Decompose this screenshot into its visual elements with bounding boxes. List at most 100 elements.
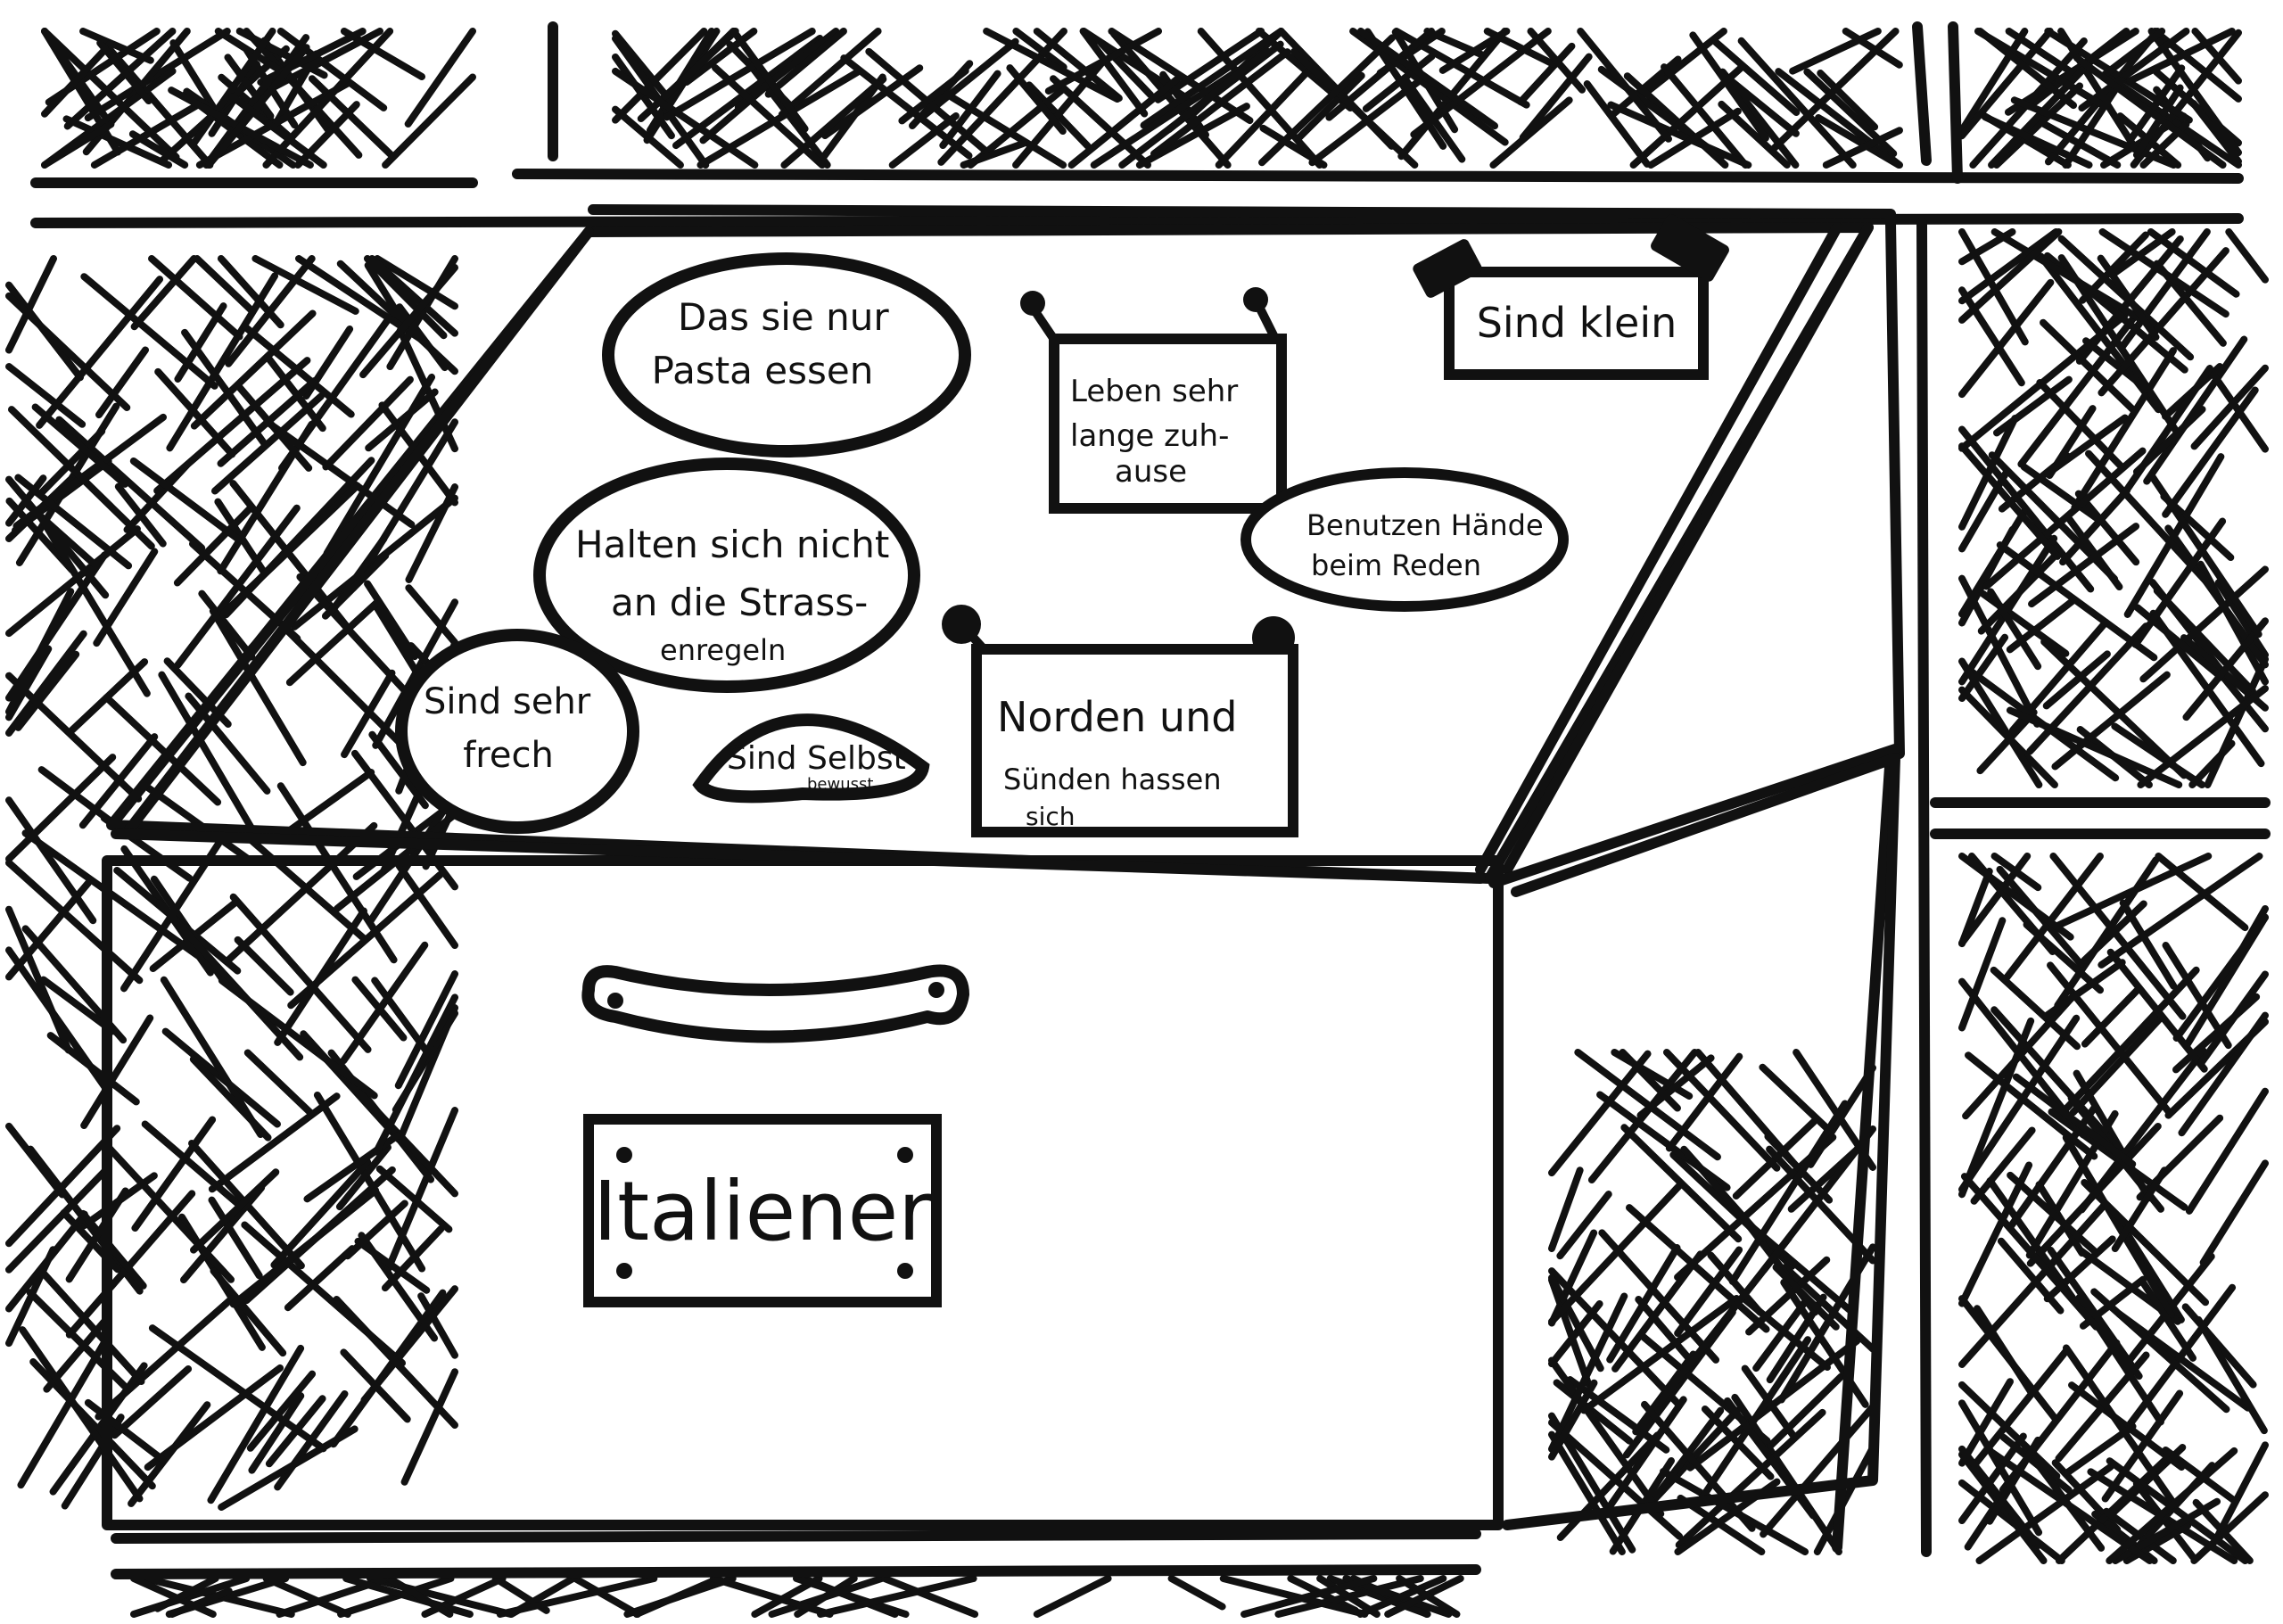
hatch-stroke <box>2010 96 2178 169</box>
note-strasse-text: Halten sich nicht an die Strass- enregel… <box>575 523 902 667</box>
hatch-stroke <box>373 993 458 1156</box>
hatch-stroke <box>2190 1491 2269 1564</box>
hatch-stroke <box>270 50 320 130</box>
hatch-stroke <box>1006 64 1067 136</box>
hatch-stroke <box>1619 1049 1681 1112</box>
hatch-stroke <box>363 255 448 340</box>
note-zuhause: Leben sehr lange zuh- ause <box>1020 287 1287 514</box>
hatch-stroke <box>2178 1011 2269 1137</box>
hatch-stroke <box>96 39 152 105</box>
hatch-stroke <box>612 29 669 98</box>
hatch-stroke <box>1655 1234 1793 1407</box>
hatch-stroke <box>1789 28 1882 75</box>
hatch-stroke <box>888 111 960 169</box>
note-strasse: Halten sich nicht an die Strass- enregel… <box>533 458 920 693</box>
hatch-stroke <box>153 1575 219 1612</box>
hatch-stroke <box>189 1055 272 1142</box>
hatch-stroke <box>2147 28 2242 157</box>
hatch-stroke <box>241 830 368 944</box>
hatch-stroke <box>141 781 251 862</box>
hatch-stroke <box>37 514 151 697</box>
hatch-stroke <box>1165 47 1271 134</box>
hatch-stroke <box>1987 588 2042 671</box>
hatch-stroke <box>1958 525 2016 627</box>
hatch-stroke <box>229 893 372 1053</box>
hatch-stroke <box>2128 64 2186 142</box>
hatch-stroke <box>2206 366 2269 453</box>
hatch-stroke <box>120 839 223 993</box>
hatch-stroke <box>1693 1336 1812 1510</box>
hatch-stroke <box>1150 48 1291 158</box>
note-norden-text: Norden und Sünden hassen sich <box>997 693 1242 831</box>
hatch-stroke <box>166 272 279 452</box>
hatch-stroke <box>308 75 395 159</box>
hatch-stroke <box>2081 900 2147 964</box>
hatch-stroke <box>41 28 180 161</box>
hatch-stroke <box>354 1237 431 1294</box>
drawer[interactable] <box>102 222 1900 1530</box>
hatch-stroke <box>1259 124 1328 169</box>
hatch-stroke <box>14 650 80 731</box>
hatch-stroke <box>266 420 416 529</box>
hatch-stroke <box>793 1575 910 1618</box>
hatch-stroke <box>342 1575 474 1618</box>
hatch-stroke <box>189 1168 280 1254</box>
hatch-stroke <box>1737 37 1857 169</box>
drawer-handle[interactable] <box>581 964 969 1043</box>
hatch-stroke <box>284 1245 356 1312</box>
hatch-stroke <box>2143 335 2248 485</box>
hatch-stroke <box>1290 47 1419 169</box>
hatch-stroke <box>1583 80 1651 168</box>
hatch-stroke <box>2098 228 2229 318</box>
hatch-stroke <box>1548 1356 1665 1518</box>
hatch-stroke <box>2042 959 2126 1020</box>
hatch-stroke <box>2044 414 2129 478</box>
hatch-stroke <box>79 1209 147 1290</box>
note-klein: Sind klein <box>1413 214 1729 380</box>
hatch-stroke <box>31 403 129 488</box>
hatch-stroke <box>1625 1204 1770 1333</box>
hatch-stroke <box>17 1331 112 1489</box>
hatch-stroke <box>313 1091 426 1273</box>
hatch-stroke <box>780 75 887 169</box>
hatch-stroke <box>1958 1450 2048 1564</box>
hatch-stroke <box>2111 1166 2169 1252</box>
hatch-stroke <box>2071 347 2177 512</box>
hatch-stroke <box>1548 1379 1598 1461</box>
note-frech: Sind sehr frech <box>395 629 639 834</box>
hatch-stroke <box>208 1196 263 1280</box>
hatch-stroke <box>1958 633 2009 703</box>
hatch-stroke <box>1620 1124 1743 1243</box>
hatch-stroke <box>274 907 367 1046</box>
hatch-stroke <box>960 139 1027 169</box>
hatch-stroke <box>2122 1283 2237 1432</box>
hatch-stroke <box>1067 75 1182 169</box>
hatch-stroke <box>898 67 969 125</box>
hatch-stroke <box>817 1575 977 1618</box>
hatch-stroke <box>1986 1177 2077 1302</box>
hatch-stroke <box>1438 28 1511 74</box>
hatch-stroke <box>2051 853 2213 930</box>
hatch-stroke <box>2112 228 2176 276</box>
hatch-stroke <box>285 597 383 687</box>
hatch-stroke <box>210 392 325 495</box>
hatch-stroke <box>1974 1305 2036 1397</box>
hatch-stroke <box>80 1014 154 1129</box>
hatch-stroke <box>1577 28 1672 143</box>
note-pasta: Das sie nur Pasta essen <box>602 252 971 458</box>
hatch-stroke <box>1665 1052 1743 1152</box>
hatch-stroke <box>1958 1201 2108 1368</box>
hatching-left-wall <box>5 255 458 1511</box>
hatch-stroke <box>264 353 326 433</box>
hatch-stroke <box>278 769 375 839</box>
hatch-stroke <box>5 255 57 354</box>
hatch-stroke <box>2081 987 2140 1048</box>
hatch-stroke <box>2199 1159 2269 1266</box>
hatching-drawer-side <box>1548 1049 1876 1555</box>
hatch-stroke <box>1958 1399 2043 1537</box>
hatch-stroke <box>5 363 87 428</box>
hatch-stroke <box>218 977 378 1100</box>
hatch-stroke <box>1958 1014 2081 1193</box>
hatch-stroke <box>220 482 361 616</box>
hatch-stroke <box>1548 1276 1593 1389</box>
